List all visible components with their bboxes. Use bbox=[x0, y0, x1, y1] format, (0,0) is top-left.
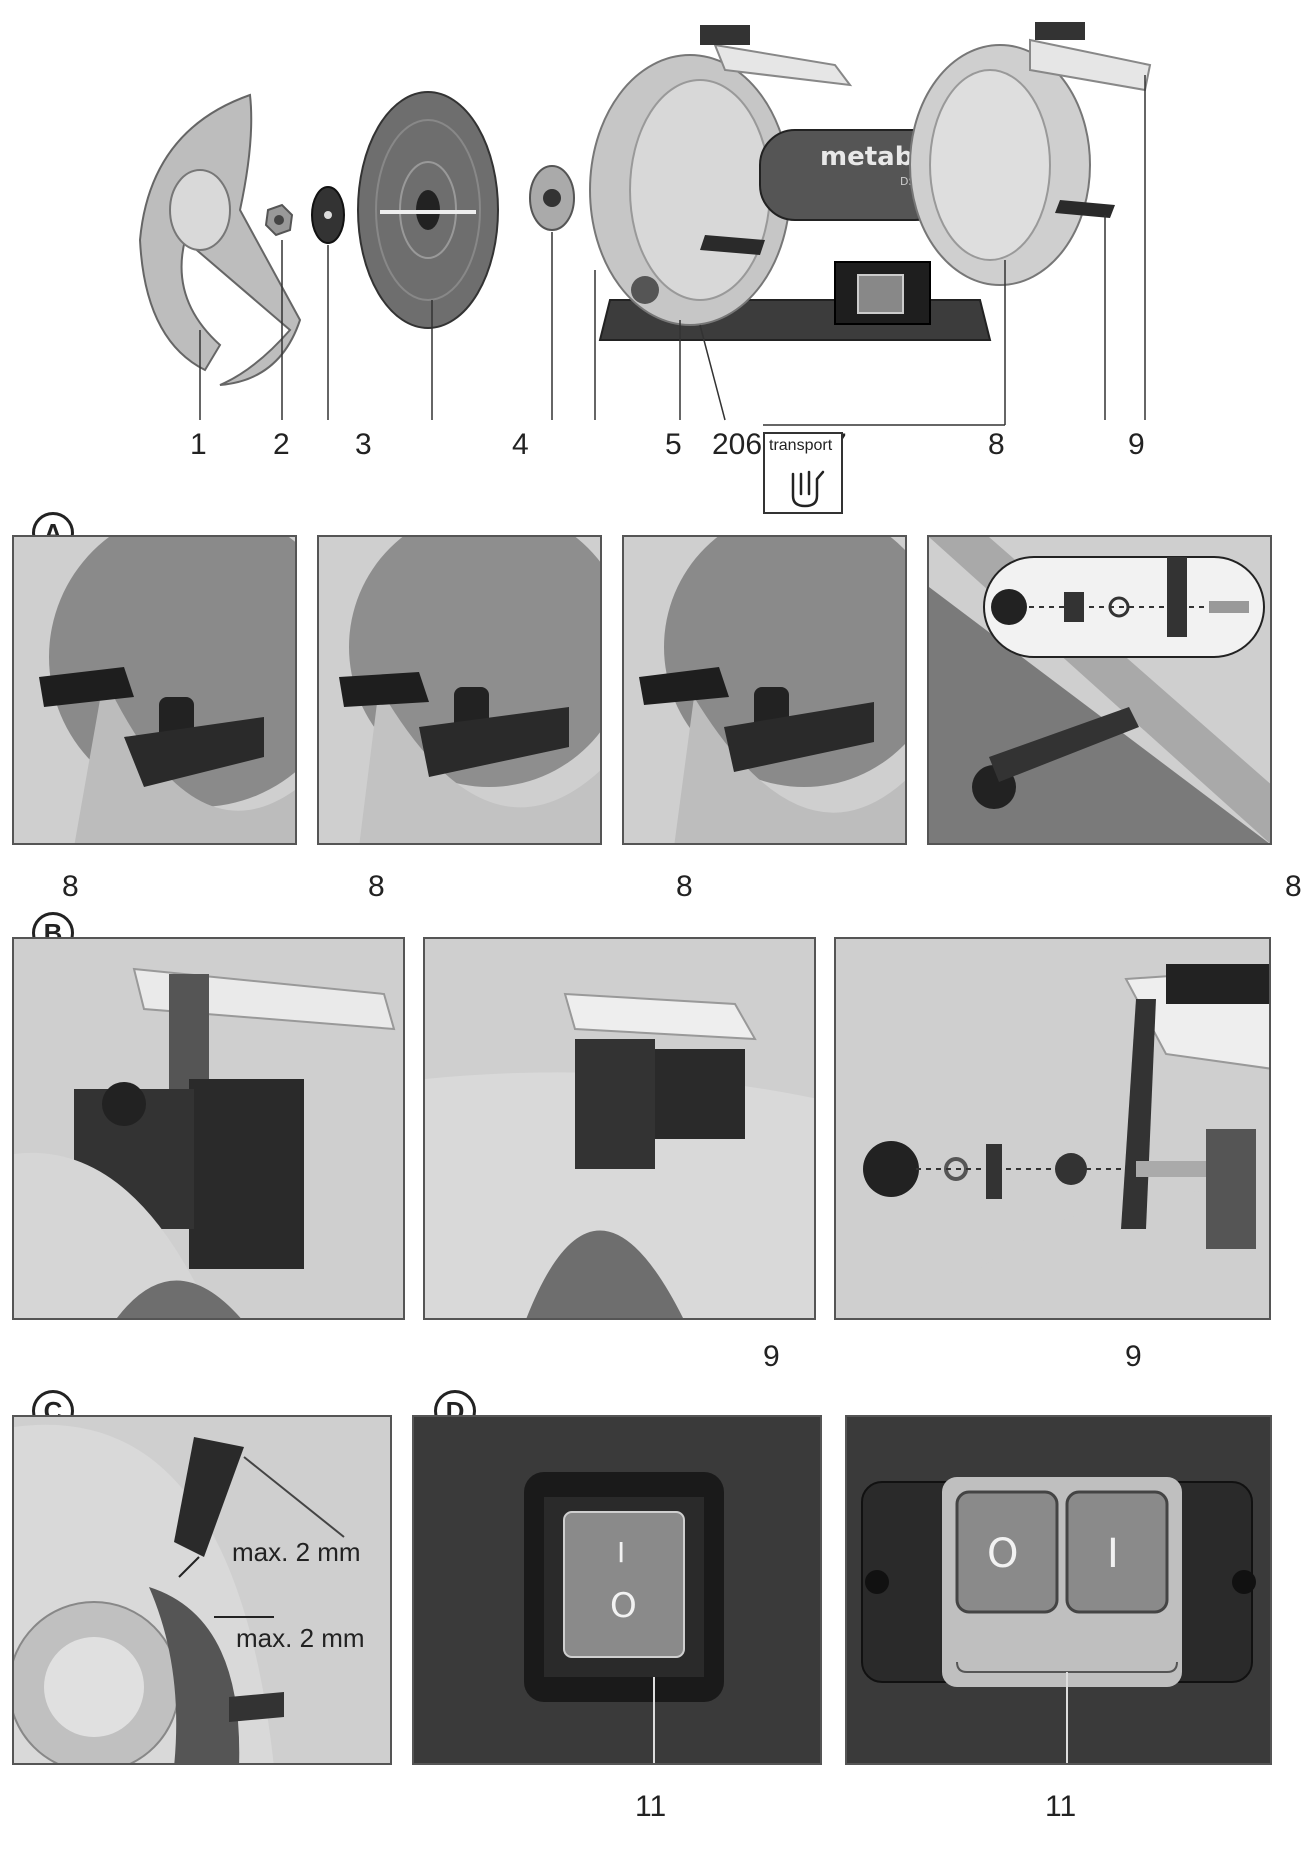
part-label-9: 9 bbox=[1128, 428, 1145, 461]
switch-off-symbol: O bbox=[610, 1586, 637, 1626]
photo-c: max. 2 mm max. 2 mm bbox=[12, 1415, 392, 1765]
part-label-2: 2 bbox=[273, 428, 290, 461]
photo-a3 bbox=[622, 535, 907, 845]
nut-part bbox=[264, 203, 294, 237]
photo-b2 bbox=[423, 937, 816, 1320]
photo-a1 bbox=[12, 535, 297, 845]
switch-off-symbol: O bbox=[987, 1531, 1018, 1577]
part-label-8: 8 bbox=[988, 428, 1005, 461]
label-d2: 11 bbox=[1045, 1790, 1077, 1823]
photo-b1 bbox=[12, 937, 405, 1320]
transport-label: transport bbox=[769, 437, 833, 454]
gap-annotation-1: max. 2 mm bbox=[232, 1537, 361, 1567]
guard-cover-part bbox=[138, 93, 302, 386]
exploded-view: metabo DSD 200 bbox=[0, 0, 1309, 520]
bench-grinder-machine: metabo DSD 200 bbox=[589, 22, 1152, 341]
hand-carry-icon bbox=[791, 470, 825, 508]
grinding-wheel-part bbox=[357, 91, 499, 329]
leader-lines bbox=[199, 75, 1146, 426]
exploded-view-drawing: metabo DSD 200 bbox=[138, 22, 1152, 426]
part-label-3: 3 bbox=[355, 428, 372, 461]
gap-annotation-2: max. 2 mm bbox=[236, 1623, 365, 1653]
part-label-5: 5 bbox=[665, 428, 682, 461]
label-a2: 8 bbox=[368, 870, 385, 903]
part-label-206: 206 bbox=[712, 428, 763, 461]
photo-d1: I O bbox=[412, 1415, 822, 1765]
flange-part bbox=[311, 186, 345, 244]
label-b1: 9 bbox=[763, 1340, 780, 1373]
inner-flange-part bbox=[529, 165, 575, 231]
label-b2: 9 bbox=[1125, 1340, 1142, 1373]
label-a4: 8 bbox=[1285, 870, 1302, 903]
label-a1: 8 bbox=[62, 870, 79, 903]
switch-on-symbol: I bbox=[617, 1536, 625, 1569]
label-a3: 8 bbox=[676, 870, 693, 903]
photo-d2: O I bbox=[845, 1415, 1272, 1765]
photo-a4 bbox=[927, 535, 1272, 845]
transport-box: transport bbox=[763, 432, 843, 514]
photo-b3 bbox=[834, 937, 1271, 1320]
switch-on-symbol: I bbox=[1107, 1531, 1119, 1577]
photo-a2 bbox=[317, 535, 602, 845]
part-label-4: 4 bbox=[512, 428, 529, 461]
label-d1: 11 bbox=[635, 1790, 667, 1823]
part-label-1: 1 bbox=[190, 428, 207, 461]
